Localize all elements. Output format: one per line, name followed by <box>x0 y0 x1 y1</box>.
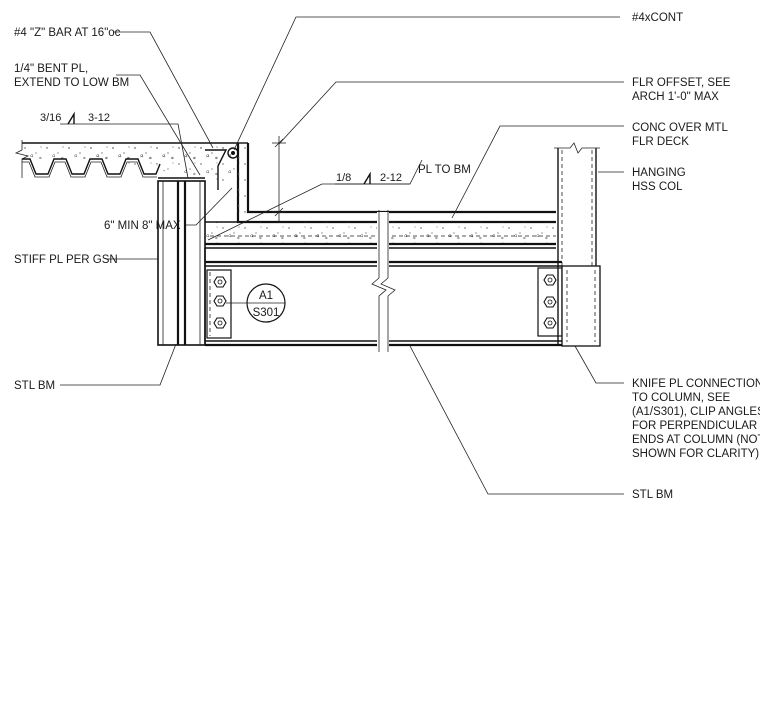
label-pl-to-bm: PL TO BM <box>418 164 471 176</box>
bolt-icon <box>543 317 557 329</box>
label-flr-offset-line2: ARCH 1'-0" MAX <box>632 91 719 103</box>
label-min-max: 6" MIN 8" MAX <box>104 220 181 232</box>
label-weld2-size: 1/8 <box>336 172 351 184</box>
weld-symbol-icon <box>335 171 410 185</box>
bolt-icon <box>543 296 557 308</box>
bolt-icon <box>213 317 227 329</box>
label-hanging-line2: HSS COL <box>632 181 683 193</box>
reference-detail-number: A1 <box>259 290 273 302</box>
label-knife-line2: TO COLUMN, SEE <box>632 392 731 404</box>
section-reference-bubble: A1 S301 <box>226 283 286 323</box>
label-weld1-length: 3-12 <box>88 112 110 124</box>
label-knife-line1: KNIFE PL CONNECTION <box>632 378 760 390</box>
label-z-bar: #4 "Z" BAR AT 16"oc <box>14 27 121 39</box>
annotation-labels: #4 "Z" BAR AT 16"oc 1/4" BENT PL, EXTEND… <box>14 12 760 501</box>
label-knife-line3: (A1/S301), CLIP ANGLES <box>632 406 760 418</box>
z-bar <box>205 149 228 190</box>
left-slab <box>14 140 238 184</box>
weld-symbol-icon <box>60 111 128 125</box>
label-knife-line5: ENDS AT COLUMN (NOT <box>632 434 760 446</box>
label-weld2-length: 2-12 <box>380 172 402 184</box>
leader-lines <box>60 16 624 495</box>
bolt-icon <box>213 276 227 288</box>
floor-offset-dimension <box>272 136 286 223</box>
bolt-icon <box>543 274 557 286</box>
label-bent-pl-line1: 1/4" BENT PL, <box>14 63 88 75</box>
label-stl-bm-bottom: STL BM <box>632 489 673 501</box>
hanging-hss-column <box>554 142 601 347</box>
label-stl-bm-left: STL BM <box>14 380 55 392</box>
label-cont: #4xCONT <box>632 12 683 24</box>
label-knife-line6: SHOWN FOR CLARITY) <box>632 448 759 460</box>
label-stiff-pl: STIFF PL PER GSN <box>14 254 118 266</box>
label-flr-offset-line1: FLR OFFSET, SEE <box>632 77 731 89</box>
label-conc-line2: FLR DECK <box>632 136 689 148</box>
label-weld1-size: 3/16 <box>40 112 61 124</box>
rebar-continuous <box>227 147 239 159</box>
beam-break-line <box>371 210 396 352</box>
label-conc-line1: CONC OVER MTL <box>632 122 728 134</box>
bolt-icon <box>213 295 227 307</box>
left-steel-beam <box>157 177 206 346</box>
label-bent-pl-line2: EXTEND TO LOW BM <box>14 77 129 89</box>
label-knife-line4: FOR PERPENDICULAR <box>632 420 757 432</box>
reference-sheet-number: S301 <box>253 307 280 319</box>
label-hanging-line1: HANGING <box>632 167 686 179</box>
